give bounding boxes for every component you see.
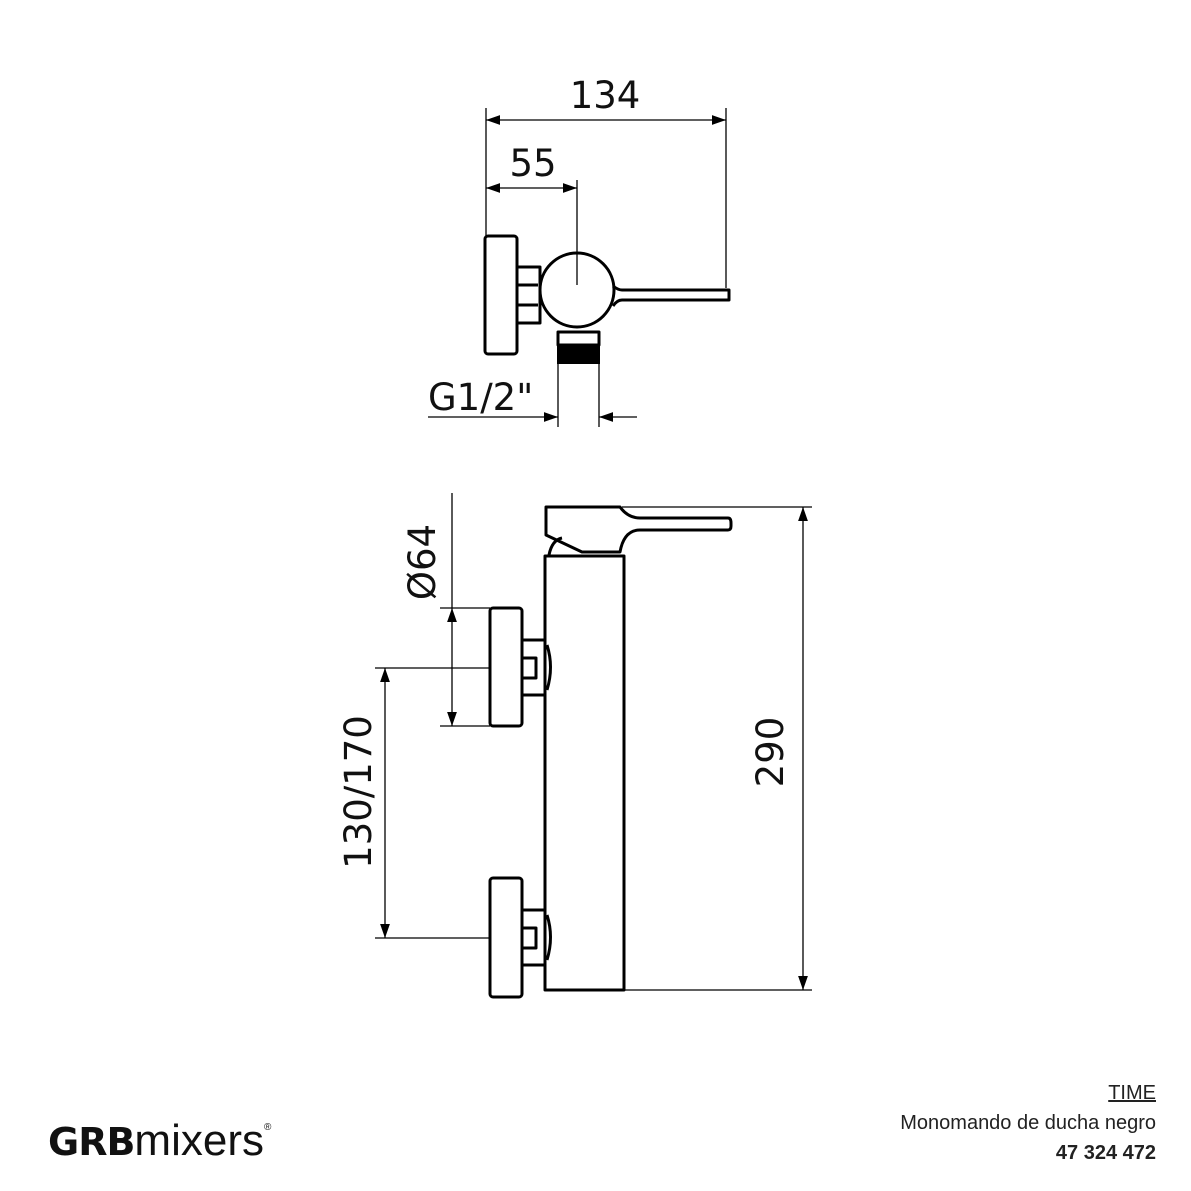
outlet bbox=[556, 330, 601, 347]
brand-logo: GRBmixers® bbox=[48, 1116, 271, 1166]
product-line: TIME bbox=[1108, 1082, 1156, 1104]
dim-label-centers: 130/170 bbox=[337, 715, 380, 869]
logo-bold: GRB bbox=[48, 1120, 135, 1164]
lower-wall-plate bbox=[488, 876, 524, 999]
registered-mark: ® bbox=[263, 1122, 272, 1133]
dim-label-55: 55 bbox=[509, 142, 556, 185]
mixer-body bbox=[543, 554, 626, 992]
product-info: TIME Monomando de ducha negro 47 324 472 bbox=[900, 1078, 1156, 1168]
lever bbox=[611, 284, 731, 307]
product-description: Monomando de ducha negro bbox=[900, 1112, 1156, 1134]
dim-label-290: 290 bbox=[749, 717, 792, 788]
eccentric-nut bbox=[518, 265, 542, 325]
wall-plate bbox=[483, 234, 519, 356]
outlet-thread bbox=[557, 345, 600, 364]
dim-label-thread: G1/2" bbox=[428, 376, 533, 419]
handle bbox=[544, 505, 733, 554]
dim-label-134: 134 bbox=[570, 74, 641, 117]
front-view: Ø64 130/170 290 bbox=[337, 493, 812, 999]
product-code: 47 324 472 bbox=[1055, 1142, 1156, 1164]
dim-label-64: Ø64 bbox=[401, 524, 444, 600]
upper-wall-plate bbox=[488, 606, 524, 728]
top-view: 134 55 G1/2" bbox=[428, 74, 731, 427]
mixer-body bbox=[538, 251, 616, 329]
logo-light: mixers bbox=[134, 1116, 264, 1165]
